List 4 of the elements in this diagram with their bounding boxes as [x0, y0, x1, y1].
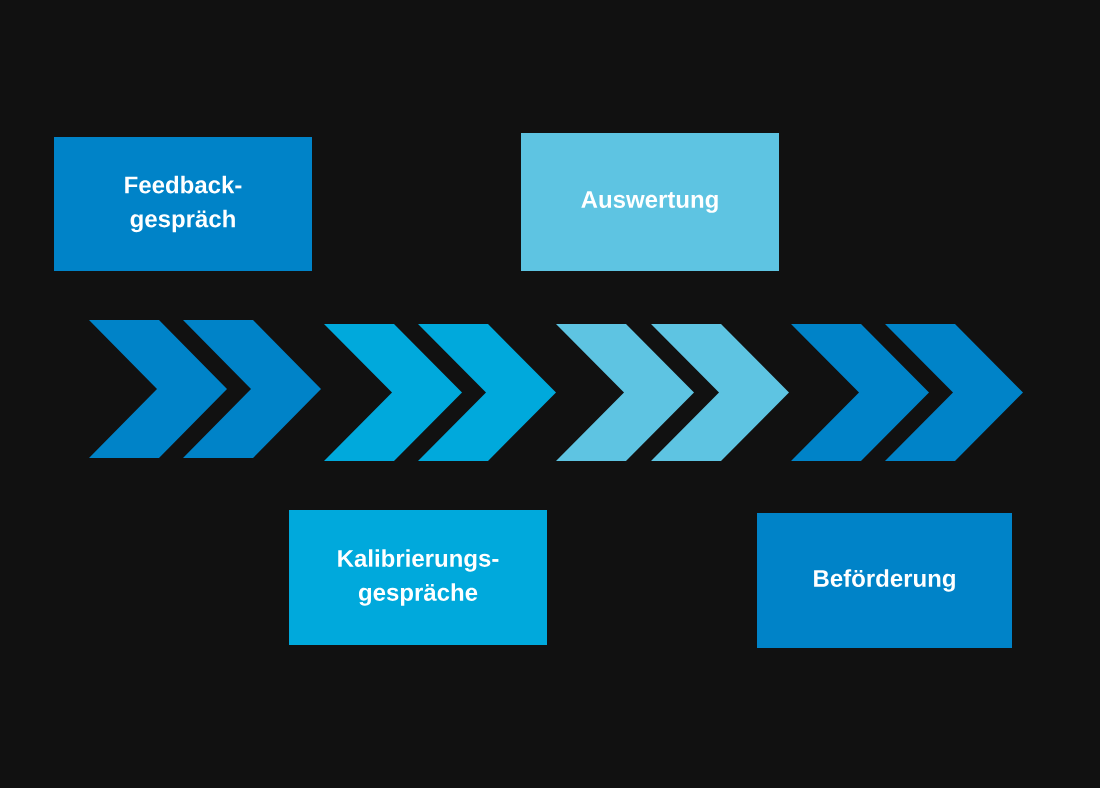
process-box: Feedback- gespräch — [54, 137, 312, 271]
process-box: Beförderung — [757, 513, 1012, 648]
process-box: Kalibrierungs- gespräche — [289, 510, 547, 645]
process-box: Auswertung — [521, 133, 779, 271]
